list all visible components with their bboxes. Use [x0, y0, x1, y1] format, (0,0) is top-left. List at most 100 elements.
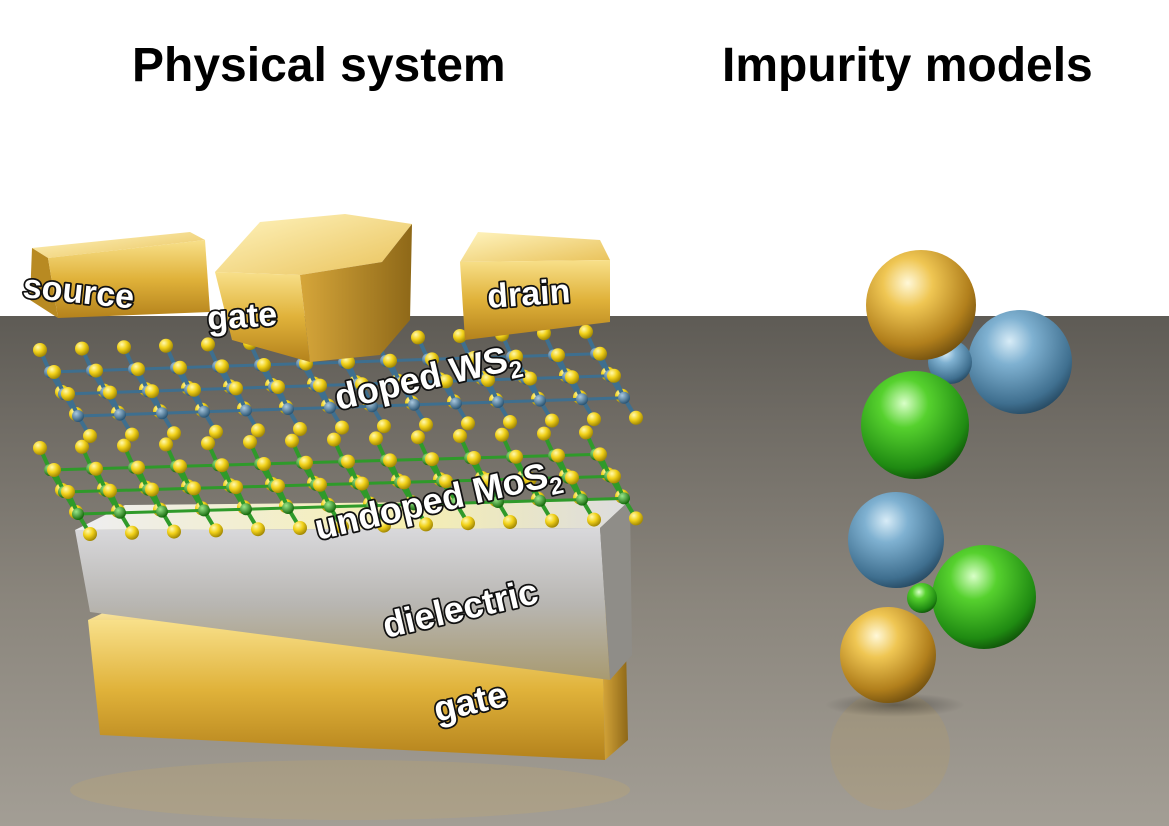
sulfur-atom: [537, 426, 551, 441]
sulfur-atom: [75, 439, 89, 454]
lattice-bond: [413, 501, 457, 506]
lattice-bond: [497, 399, 541, 404]
sulfur-atom: [215, 359, 229, 374]
lattice-bond: [161, 508, 205, 514]
green-sphere-upper: [861, 371, 969, 479]
sulfur-atom: [117, 340, 131, 355]
tungsten-atom: [240, 404, 252, 417]
molybdenum-atom: [576, 493, 588, 506]
physical-system-heading: Physical system: [132, 39, 506, 92]
sulfur-atom: [397, 475, 411, 490]
sulfur-atom: [587, 412, 601, 427]
sulfur-atom: [201, 436, 215, 451]
sulfur-atom: [103, 385, 117, 400]
tungsten-atom: [114, 408, 126, 421]
lattice-bond: [245, 506, 289, 511]
sulfur-atom: [341, 355, 355, 370]
sulfur-atom: [173, 459, 187, 474]
lattice-bond: [245, 407, 289, 412]
sulfur-atom: [313, 378, 327, 393]
molybdenum-atom: [282, 502, 294, 514]
sulfur-atom: [593, 346, 607, 361]
sulfur-atom: [209, 523, 223, 538]
lattice-bond: [329, 504, 373, 509]
sulfur-atom: [461, 516, 475, 531]
sulfur-atom: [187, 481, 201, 496]
impurity-model-lower-cluster: [840, 492, 1036, 703]
sulfur-atom: [215, 458, 229, 473]
sulfur-atom: [509, 349, 523, 364]
sphere-floor-reflection: [830, 690, 950, 810]
sulfur-atom: [33, 441, 47, 455]
sulfur-atom: [229, 480, 243, 495]
sulfur-atom: [335, 519, 349, 534]
sulfur-atom: [173, 360, 187, 375]
sulfur-atom: [355, 476, 369, 491]
molybdenum-atom: [534, 494, 546, 507]
sulfur-atom: [425, 452, 439, 467]
sphere-shadow: [825, 693, 965, 717]
molybdenum-atom: [198, 504, 210, 517]
sulfur-atom: [419, 417, 433, 432]
tungsten-atom: [282, 403, 294, 415]
tungsten-atom: [492, 396, 504, 408]
lattice-bond: [203, 408, 247, 414]
lattice-bond: [119, 510, 163, 515]
sulfur-atom: [125, 525, 139, 540]
top-gate-contact: [215, 214, 412, 362]
sulfur-atom: [629, 410, 643, 425]
sulfur-atom: [257, 457, 271, 471]
sulfur-atom: [327, 432, 341, 447]
lattice-bond: [119, 411, 163, 417]
sulfur-atom: [467, 451, 481, 465]
tungsten-atom: [534, 394, 546, 407]
sulfur-atom: [201, 337, 215, 352]
sulfur-atom: [257, 358, 271, 372]
green-sphere-small: [907, 583, 937, 613]
sulfur-atom: [335, 420, 349, 435]
source-contact: [30, 232, 210, 318]
green-sphere-lower: [932, 545, 1036, 649]
sulfur-atom: [545, 413, 559, 428]
sulfur-atom: [293, 422, 307, 436]
sulfur-atom: [83, 527, 97, 541]
sulfur-atom: [145, 384, 159, 399]
sulfur-atom: [61, 485, 75, 499]
sulfur-atom: [545, 513, 559, 528]
sulfur-atom: [285, 433, 299, 448]
gold-sphere-top: [866, 250, 976, 360]
molybdenum-atom: [408, 498, 420, 511]
tungsten-atom: [618, 391, 630, 404]
sulfur-atom: [33, 343, 47, 357]
sulfur-atom: [75, 341, 89, 356]
lattice-bond: [581, 496, 625, 502]
molybdenum-atom: [114, 506, 126, 519]
tungsten-atom: [576, 393, 588, 406]
sulfur-atom: [503, 415, 517, 429]
sulfur-atom: [293, 521, 307, 535]
molybdenum-atom: [618, 492, 630, 505]
tungsten-atom: [366, 400, 378, 413]
sulfur-atom: [251, 522, 265, 537]
molybdenum-atom: [156, 505, 168, 518]
sulfur-atom: [439, 474, 453, 489]
sulfur-atom: [187, 382, 201, 397]
sulfur-atom: [47, 463, 61, 477]
sulfur-atom: [523, 471, 537, 486]
tungsten-atom: [324, 401, 336, 414]
sulfur-atom: [299, 455, 313, 470]
sulfur-atom: [369, 431, 383, 446]
sulfur-atom: [607, 368, 621, 383]
sulfur-atom: [341, 454, 355, 469]
tungsten-atom: [198, 405, 210, 418]
sulfur-atom: [481, 373, 495, 387]
lattice-bond: [371, 502, 415, 508]
sulfur-atom: [89, 461, 103, 476]
lattice-layers: [33, 324, 643, 541]
sulfur-atom: [89, 363, 103, 378]
blue-sphere-lower: [848, 492, 944, 588]
blue-sphere-large: [968, 310, 1072, 414]
top-gate-label: gate: [206, 295, 278, 338]
molybdenum-atom: [366, 499, 378, 512]
sulfur-atom: [439, 374, 453, 389]
